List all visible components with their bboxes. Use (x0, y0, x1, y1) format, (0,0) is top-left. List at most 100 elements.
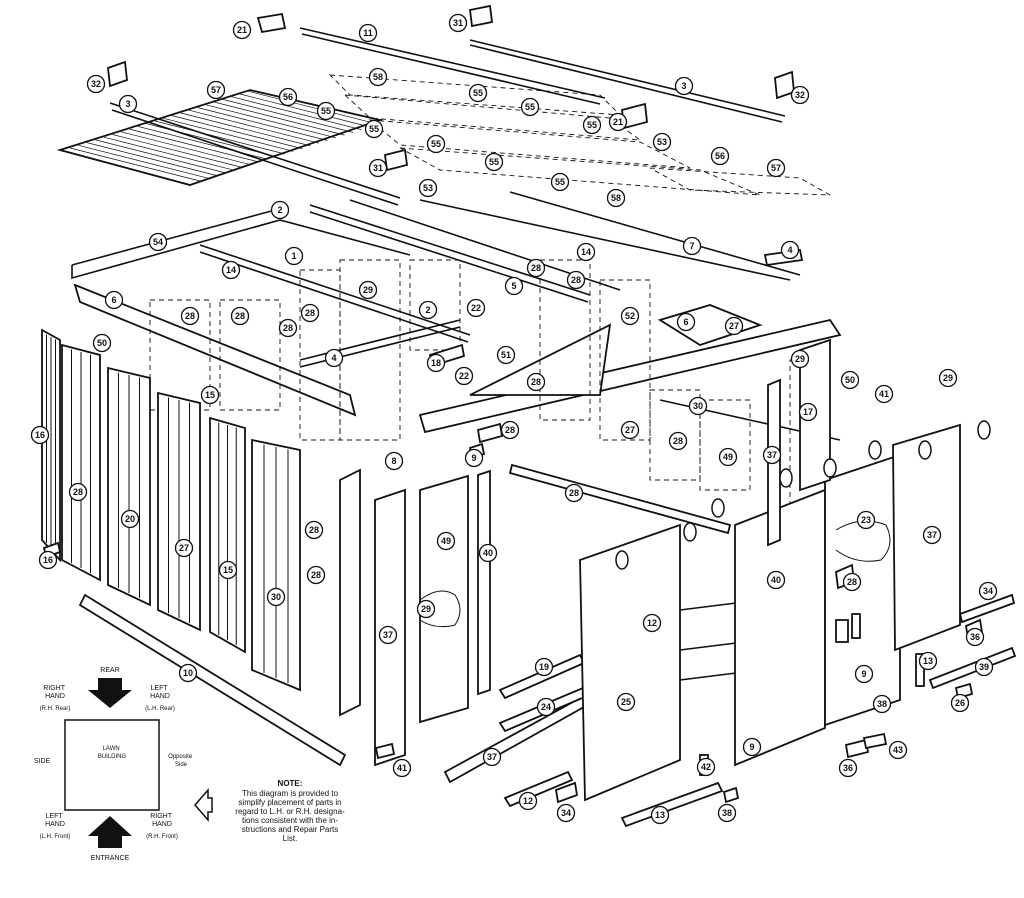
callout-bubble: 4 (780, 240, 800, 260)
orientation-legend: REAR RIGHT HAND (R.H. Rear) LEFT HAND (L… (34, 667, 193, 862)
callout-circle (965, 627, 985, 647)
callout-circle (536, 697, 556, 717)
legend-right-hand-top: RIGHT HAND (43, 685, 67, 700)
callout-bubble: 40 (478, 543, 498, 563)
callout-label: 53 (423, 183, 433, 193)
callout-bubble: 29 (790, 349, 810, 369)
callout-bubble: 37 (378, 625, 398, 645)
callout-label: 54 (153, 237, 163, 247)
callout-circle (840, 370, 860, 390)
callout-circle (564, 483, 584, 503)
rafter-3-left-b (111, 109, 399, 206)
callout-circle (838, 758, 858, 778)
truss-54-top (71, 209, 276, 266)
callout-circle (854, 664, 874, 684)
callout-label: 55 (587, 120, 597, 130)
callout-circle (918, 651, 938, 671)
callout-label: 37 (927, 530, 937, 540)
hinges (615, 420, 991, 570)
callout-label: 30 (271, 592, 281, 602)
hinge-icon (711, 498, 725, 518)
door-24 (579, 523, 681, 802)
callout-bubble: 1 (284, 246, 304, 266)
callout-bubble: 29 (416, 599, 436, 619)
roof-sheet-55b (368, 119, 691, 169)
roof-rib (248, 90, 379, 125)
callout-circle (668, 431, 688, 451)
note-line: List. (283, 834, 298, 843)
callout-circle (518, 791, 538, 811)
callout-bubble: 3 (118, 94, 138, 114)
hinge-icon (779, 468, 793, 488)
callout-bubble: 21 (232, 20, 252, 40)
callout-bubble: 32 (86, 74, 106, 94)
roof-rib (154, 120, 286, 155)
callout-bubble: 28 (68, 482, 88, 502)
callout-label: 37 (383, 630, 393, 640)
callout-label: 29 (943, 373, 953, 383)
callout-circle (454, 366, 474, 386)
callout-bubble: 55 (520, 97, 540, 117)
callout-circle (426, 353, 446, 373)
callout-bubble: 9 (464, 448, 484, 468)
purlin-14b (199, 251, 469, 343)
callout-label: 40 (483, 548, 493, 558)
callout-circle (482, 747, 502, 767)
callout-label: 32 (795, 90, 805, 100)
hinge-icon (977, 420, 991, 440)
callout-circle (888, 740, 908, 760)
callout-bubble: 12 (642, 613, 662, 633)
callout-label: 50 (845, 375, 855, 385)
callout-label: 28 (531, 263, 541, 273)
latch-39 (835, 619, 849, 643)
callout-label: 3 (681, 81, 686, 91)
callout-bubble: 28 (526, 258, 546, 278)
callout-label: 31 (373, 163, 383, 173)
callout-circle (606, 188, 626, 208)
door-panels (339, 338, 991, 802)
callout-bubble: 28 (842, 572, 862, 592)
front-panel-28 (339, 468, 361, 717)
rafter-3-right (469, 39, 786, 117)
callout-bubble: 9 (854, 664, 874, 684)
callout-circle (650, 805, 670, 825)
callout-circle (874, 384, 894, 404)
callout-label: 55 (473, 88, 483, 98)
roof-rib (188, 109, 320, 144)
callout-bubble: 55 (484, 152, 504, 172)
clip-34 (554, 781, 579, 804)
callout-bubble: 31 (368, 158, 388, 178)
callout-circle (556, 803, 576, 823)
callout-label: 28 (185, 311, 195, 321)
callout-circle (718, 447, 738, 467)
callout-circle (676, 312, 696, 332)
arrow-up-icon (88, 816, 132, 848)
callout-circle (856, 510, 876, 530)
callout-bubble: 29 (938, 368, 958, 388)
callout-label: 28 (311, 570, 321, 580)
roof-rib (180, 112, 311, 147)
callout-circle (304, 520, 324, 540)
callout-bubble: 38 (717, 803, 737, 823)
callout-circle (582, 115, 602, 135)
callout-bubble: 30 (688, 396, 708, 416)
callout-label: 55 (489, 157, 499, 167)
callout-circle (148, 232, 168, 252)
callout-circle (436, 531, 456, 551)
callout-label: 2 (277, 205, 282, 215)
callout-bubble: 41 (392, 758, 412, 778)
arrow-left-icon (194, 787, 213, 823)
callout-circle (324, 348, 344, 368)
callout-bubble: 27 (724, 316, 744, 336)
callout-bubble: 28 (304, 520, 324, 540)
callout-circle (120, 509, 140, 529)
callout-label: 28 (571, 275, 581, 285)
callout-label: 28 (305, 308, 315, 318)
callout-label: 55 (321, 106, 331, 116)
callout-circle (798, 402, 818, 422)
callout-bubble: 54 (148, 232, 168, 252)
bracket-43 (844, 738, 870, 759)
latch-39b (851, 613, 861, 639)
callout-label: 39 (979, 662, 989, 672)
